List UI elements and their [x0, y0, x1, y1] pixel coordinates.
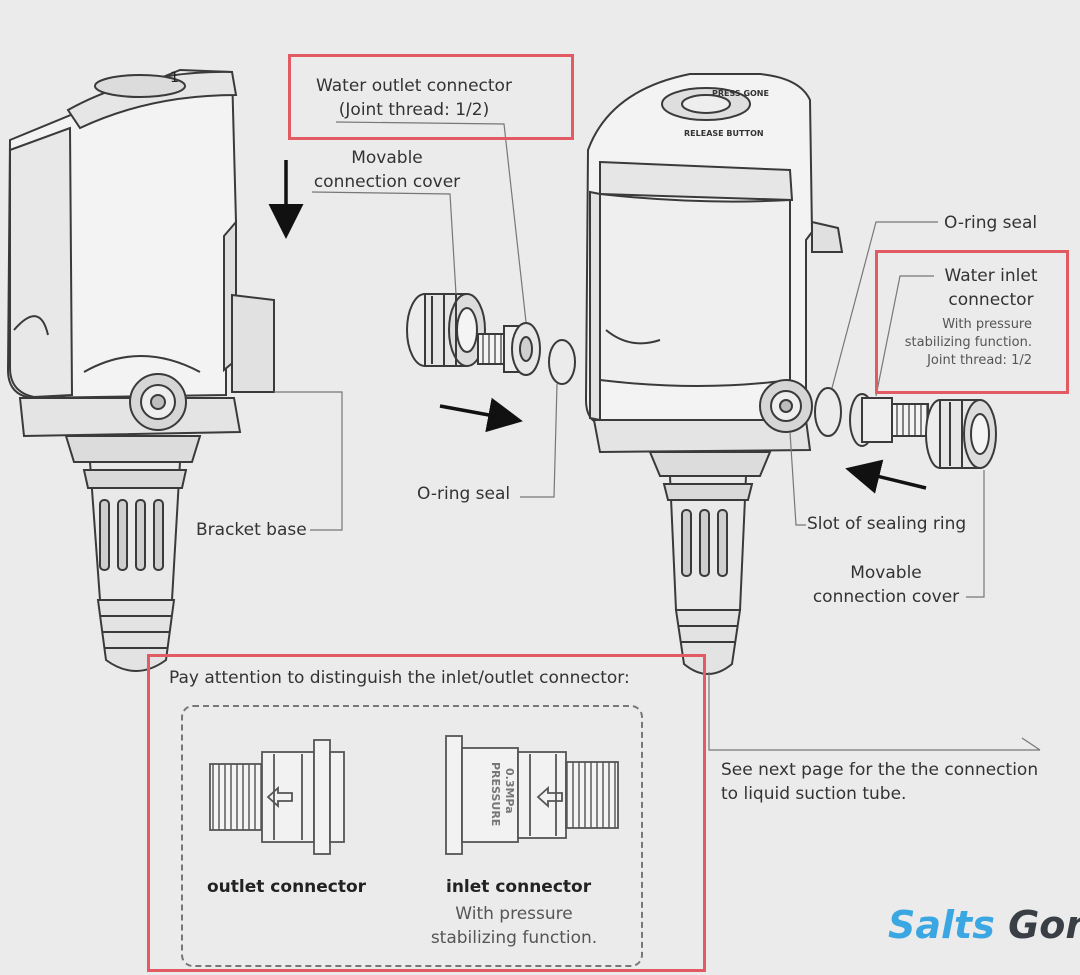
movable-cover-bottom-line2: connection cover [812, 587, 960, 607]
inlet-caption-note-line2: stabilizing function. [430, 928, 598, 948]
movable-connection-cover-outlet [406, 293, 486, 367]
movable-connection-cover-inlet [925, 399, 997, 469]
left-top-mark: 1 [170, 70, 179, 86]
inlet-highlight-box [875, 250, 1069, 394]
outlet-connector-caption: outlet connector [207, 877, 367, 897]
bracket-base-label: Bracket base [196, 520, 307, 540]
o-ring-seal-inlet [814, 387, 842, 437]
salts-gone-logo: Salts Gone ® [888, 903, 1080, 947]
comparison-highlight-box [147, 654, 706, 972]
pressure-value-mark: 0.3MPa [503, 768, 516, 814]
inlet-caption-note-line1: With pressure [455, 904, 573, 924]
movable-cover-top-line1: Movable [351, 148, 423, 168]
next-page-note-line2: to liquid suction tube. [721, 784, 907, 804]
comparison-dashed-frame [181, 705, 643, 967]
o-ring-seal-center-label: O-ring seal [417, 484, 511, 504]
left-arrow [845, 459, 927, 494]
inlet-connector-caption: inlet connector [446, 877, 592, 897]
outlet-connector-drawing [209, 739, 345, 855]
right-brand-mark: PRESS GONE [712, 89, 769, 98]
inlet-connector-caption-note: With pressure stabilizing function. [410, 902, 618, 950]
outlet-connector-label: Water outlet connector (Joint thread: 1/… [298, 74, 530, 122]
water-inlet-label: Water inlet connector [920, 264, 1062, 312]
water-inlet-note-line1: With pressure [942, 317, 1032, 332]
right-dispenser-unit [584, 73, 844, 675]
o-ring-seal-outlet [548, 339, 576, 385]
water-outlet-connector-part [477, 322, 541, 376]
right-arrow [439, 397, 523, 433]
next-page-note-line1: See next page for the the connection [721, 760, 1039, 780]
inlet-connector-drawing [445, 735, 619, 855]
outlet-connector-title: Water outlet connector [316, 76, 512, 96]
outlet-connector-thread: (Joint thread: 1/2) [338, 100, 490, 120]
slot-sealing-ring-label: Slot of sealing ring [807, 514, 967, 534]
o-ring-seal-right-label: O-ring seal [944, 213, 1038, 233]
comparison-heading: Pay attention to distinguish the inlet/o… [169, 668, 630, 688]
water-inlet-connector-part [849, 393, 929, 447]
leader-lines [274, 121, 1041, 751]
water-inlet-title-line1: Water inlet [944, 266, 1038, 286]
release-button-mark: RELEASE BUTTON [684, 129, 764, 138]
movable-cover-top-line2: connection cover [313, 172, 461, 192]
water-inlet-note-line2: stabilizing function. [904, 335, 1032, 350]
movable-cover-bottom-line1: Movable [850, 563, 922, 583]
left-dispenser-unit [6, 68, 275, 672]
water-inlet-note: With pressure stabilizing function. Join… [880, 316, 1032, 370]
pressure-mark: PRESSURE [489, 762, 502, 826]
water-inlet-title-line2: connector [948, 290, 1034, 310]
logo-word-gone: Gone [1008, 903, 1080, 947]
logo-word-salts: Salts [888, 903, 995, 947]
movable-cover-bottom-label: Movable connection cover [804, 561, 968, 609]
next-page-note: See next page for the the connection to … [721, 758, 1038, 806]
outlet-highlight-box [288, 54, 574, 140]
water-inlet-note-line3: Joint thread: 1/2 [927, 353, 1032, 368]
movable-cover-top-label: Movable connection cover [300, 146, 474, 194]
